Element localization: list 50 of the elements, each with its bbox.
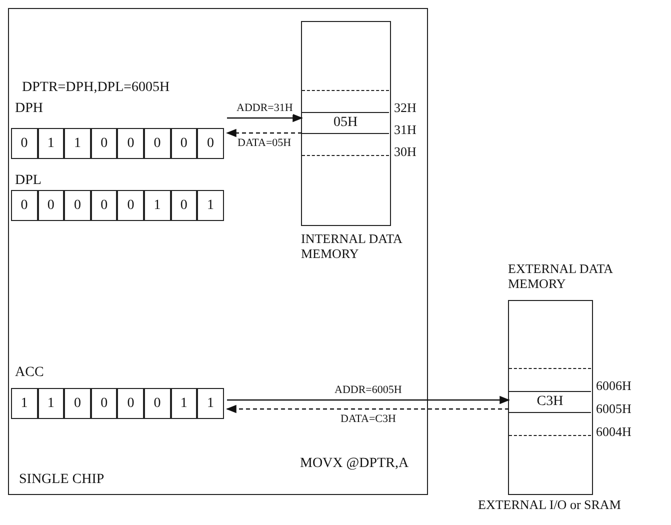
register-name: ACC: [15, 365, 44, 382]
arrow: [227, 396, 510, 404]
address-label: 30H: [394, 145, 416, 160]
bit-cell: 0: [170, 190, 198, 221]
arrow: [227, 114, 304, 122]
bit-cell: 1: [144, 190, 171, 221]
memory-cell: 05H: [302, 112, 389, 134]
memory-heading: EXTERNAL DATA MEMORY: [508, 262, 614, 292]
register: [11, 173, 224, 221]
memory-cell: C3H: [509, 391, 591, 413]
bit-cell: 1: [11, 388, 38, 419]
bit-cell: 0: [90, 190, 118, 221]
bit-cell: 0: [64, 190, 91, 221]
arrow: [226, 404, 509, 414]
arrow: [226, 128, 302, 138]
memory-caption: EXTERNAL I/O or SRAM: [478, 498, 621, 513]
bit-cell: 1: [197, 388, 224, 419]
bit-cell: 0: [170, 128, 198, 159]
address-label: 32H: [394, 101, 416, 116]
bit-cell: 0: [11, 128, 38, 159]
bit-cell: 0: [144, 128, 171, 159]
address-label: 6006H: [596, 379, 632, 394]
bit-cell: 0: [64, 388, 91, 419]
bit-cell: 1: [170, 388, 198, 419]
bit-cell: 0: [11, 190, 38, 221]
address-label: 31H: [394, 123, 416, 138]
bit-cell: 1: [197, 190, 224, 221]
bit-cell: 0: [117, 190, 144, 221]
bit-cell: 0: [38, 190, 64, 221]
bit-cell: 0: [117, 128, 144, 159]
bit-cell: 0: [197, 128, 224, 159]
register: [11, 101, 224, 159]
register-name: DPH: [15, 101, 44, 118]
bit-cell: 0: [90, 388, 118, 419]
chip-title: SINGLE CHIP: [19, 472, 104, 488]
bit-cell: 0: [90, 128, 118, 159]
bit-cell: 0: [144, 388, 171, 419]
register: [11, 365, 224, 419]
address-label: 6005H: [596, 402, 632, 417]
bit-cell: 1: [38, 388, 64, 419]
memory-heading: INTERNAL DATA MEMORY: [301, 232, 404, 262]
register-note: DPTR=DPH,DPL=6005H: [22, 80, 170, 96]
register-name: DPL: [15, 173, 42, 190]
bit-cell: 1: [64, 128, 91, 159]
instruction-text: MOVX @DPTR,A: [300, 456, 409, 472]
bit-cell: 0: [117, 388, 144, 419]
address-label: 6004H: [596, 425, 632, 440]
bit-cell: 1: [38, 128, 64, 159]
chip-outline-box: [8, 8, 428, 495]
edge-label: ADDR=31H: [236, 102, 293, 115]
